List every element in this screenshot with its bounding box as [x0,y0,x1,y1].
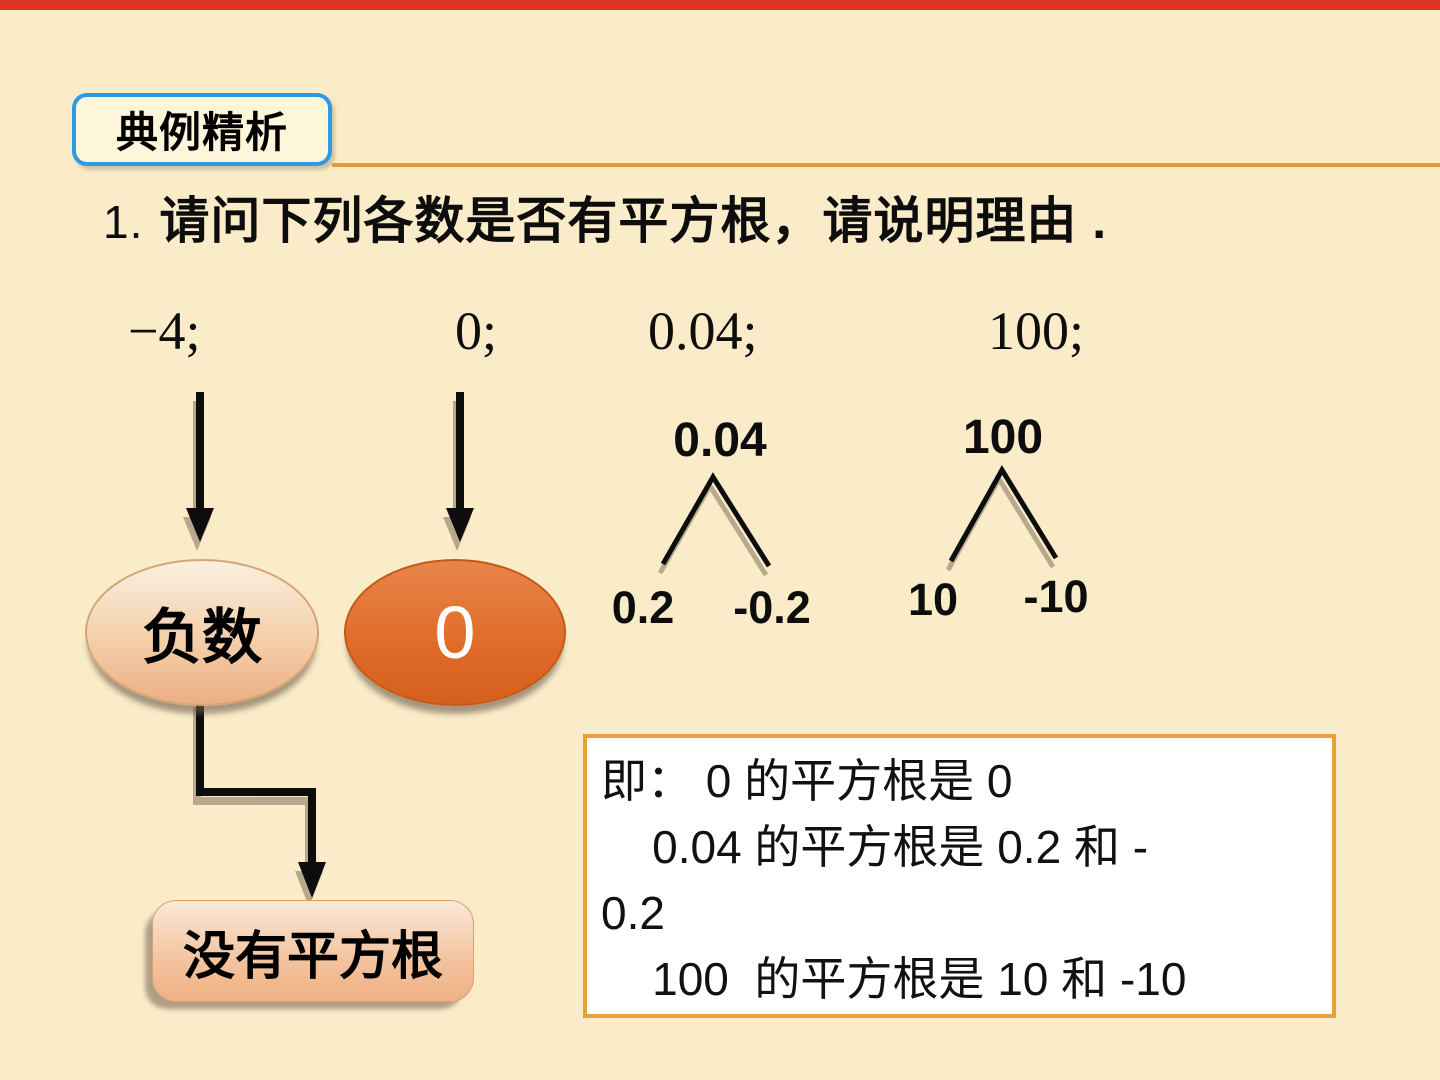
answer-line-3: 0.2 [601,887,665,939]
tree-root-100: 100 [962,411,1044,464]
negative-number-label: 负数 [142,604,262,671]
number-0-04: 0.04; [648,301,758,361]
no-square-root-box: 没有平方根 [152,900,474,1002]
section-title-badge: 典例精析 [72,93,332,166]
top-red-bar [0,0,1440,10]
title-underline [332,163,1440,167]
down-arrow-from-zero [446,392,474,542]
answer-line-2: 0.04 的平方根是 0.2 和 - [601,821,1149,873]
zero-node-label: 0 [434,591,476,674]
number-100: 100; [988,301,1085,361]
tree-root-0-04: 0.04 [673,414,767,467]
section-title-label: 典例精析 [115,109,288,156]
elbow-arrow-to-no-sqrt [196,698,326,898]
answer-line-4: 100 的平方根是 10 和 -10 [601,953,1187,1005]
negative-number-node: 负数 [85,559,319,706]
tree-leaf-neg-0-2: -0.2 [733,582,811,633]
question-number: 1. [103,196,144,248]
answer-line-1: 即： 0 的平方根是 0 [601,755,1013,807]
no-square-root-label: 没有平方根 [182,927,443,986]
tree-leaf-0-2: 0.2 [611,582,675,633]
question-line: 1. 请问下列各数是否有平方根，请说明理由 . [103,181,1107,253]
zero-node: 0 [344,559,566,706]
number-minus4: −4; [128,301,201,361]
branch-lines-100 [948,465,1059,563]
tree-leaf-10: 10 [907,574,959,625]
number-zero: 0; [455,301,498,361]
tree-leaf-neg-10: -10 [1023,571,1089,622]
question-text: 请问下列各数是否有平方根，请说明理由 . [159,193,1108,249]
branch-lines-0-04 [660,472,772,568]
down-arrow-from-minus4 [186,392,214,542]
answer-box: 即： 0 的平方根是 0 0.04 的平方根是 0.2 和 - 0.2 100 … [583,734,1336,1018]
